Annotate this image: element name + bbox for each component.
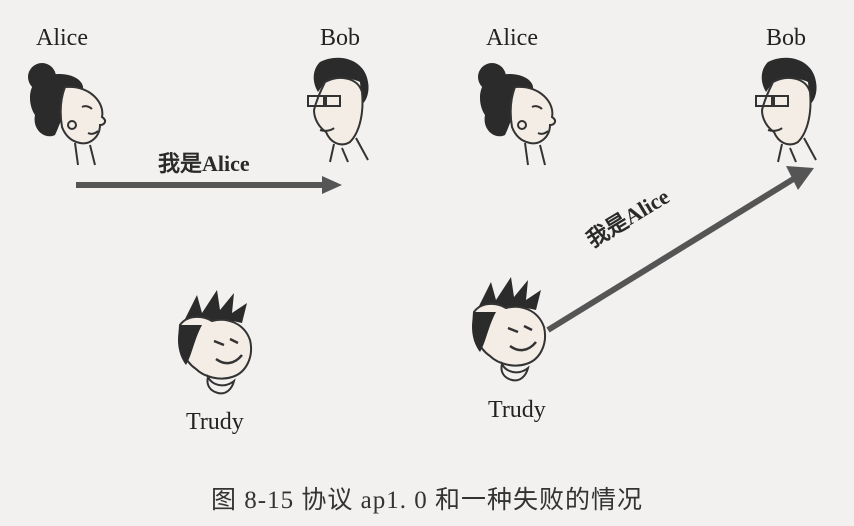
bob-face-icon — [307, 57, 369, 163]
trudy-label-left: Trudy — [186, 409, 244, 435]
alice-face-icon — [28, 63, 107, 166]
alice-face-icon — [478, 63, 557, 166]
trudy-face-icon — [472, 277, 546, 382]
alice-label-right: Alice — [486, 25, 538, 51]
figure-caption: 图 8-15 协议 ap1. 0 和一种失败的情况 — [211, 487, 643, 514]
message-left: 我是Alice — [158, 151, 250, 176]
bob-label-right: Bob — [766, 25, 807, 51]
alice-label-left: Alice — [36, 25, 88, 51]
trudy-face-icon — [178, 290, 252, 395]
arrow-icon — [546, 166, 814, 333]
arrow-icon — [76, 176, 342, 194]
bob-face-icon — [755, 57, 817, 163]
trudy-label-right: Trudy — [488, 397, 546, 423]
bob-label-left: Bob — [320, 25, 361, 51]
